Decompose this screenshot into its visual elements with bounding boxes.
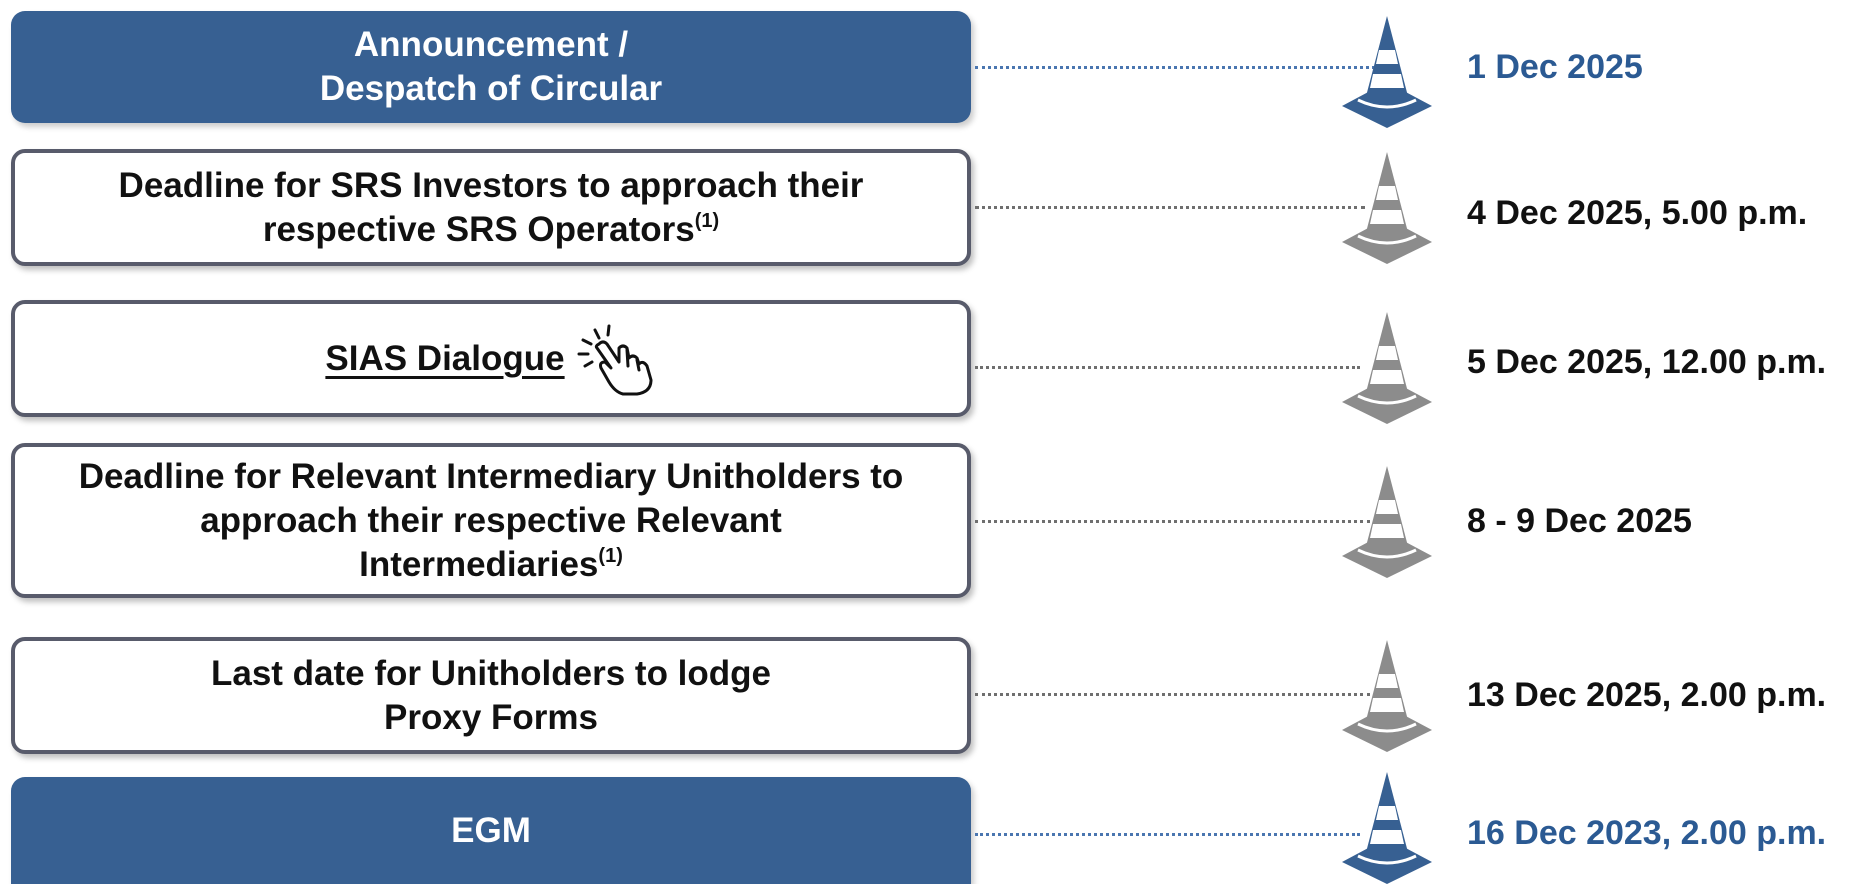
milestone-box-announcement: Announcement / Despatch of Circular xyxy=(11,11,971,123)
connector-dotted-line xyxy=(975,66,1375,69)
milestone-date: 5 Dec 2025, 12.00 p.m. xyxy=(1467,343,1827,381)
traffic-cone-icon xyxy=(1342,312,1432,424)
milestone-label-line: EGM xyxy=(451,810,531,850)
connector-dotted-line xyxy=(975,206,1365,209)
click-hand-icon[interactable] xyxy=(573,322,657,396)
milestone-box-egm: EGM xyxy=(11,777,971,884)
milestone-box-sias-dialogue: SIAS Dialogue xyxy=(11,300,971,417)
sias-dialogue-link[interactable]: SIAS Dialogue xyxy=(325,338,565,378)
milestone-label-line: Last date for Unitholders to lodge xyxy=(210,653,772,693)
milestone-box-srs-deadline: Deadline for SRS Investors to approach t… xyxy=(11,149,971,266)
milestone-date: 13 Dec 2025, 2.00 p.m. xyxy=(1467,676,1827,714)
traffic-cone-icon xyxy=(1342,152,1432,264)
milestone-date: 8 - 9 Dec 2025 xyxy=(1467,502,1692,540)
milestone-label-line: approach their respective Relevant xyxy=(200,500,782,540)
milestone-label-line: Intermediaries xyxy=(359,544,599,584)
milestone-box-intermediary-deadline: Deadline for Relevant Intermediary Unith… xyxy=(11,443,971,598)
footnote-marker: (1) xyxy=(598,544,623,567)
milestone-label-line: Deadline for SRS Investors to approach t… xyxy=(118,165,864,205)
connector-dotted-line xyxy=(975,520,1370,523)
milestone-label-line: Announcement / xyxy=(353,25,629,64)
milestone-label-line: respective SRS Operators xyxy=(262,209,695,249)
traffic-cone-icon xyxy=(1342,16,1432,128)
milestone-date: 4 Dec 2025, 5.00 p.m. xyxy=(1467,194,1808,232)
milestone-date: 1 Dec 2025 xyxy=(1467,48,1643,86)
milestone-label-line: Despatch of Circular xyxy=(319,69,663,108)
connector-dotted-line xyxy=(975,833,1360,836)
milestone-box-proxy-forms: Last date for Unitholders to lodge Proxy… xyxy=(11,637,971,754)
connector-dotted-line xyxy=(975,693,1370,696)
milestone-label-line: Proxy Forms xyxy=(384,697,598,737)
footnote-marker: (1) xyxy=(694,209,720,232)
milestone-date: 16 Dec 2023, 2.00 p.m. xyxy=(1467,814,1827,852)
milestone-label-line: Deadline for Relevant Intermediary Unith… xyxy=(78,456,904,496)
traffic-cone-icon xyxy=(1342,640,1432,752)
connector-dotted-line xyxy=(975,366,1360,369)
traffic-cone-icon xyxy=(1342,772,1432,884)
traffic-cone-icon xyxy=(1342,466,1432,578)
